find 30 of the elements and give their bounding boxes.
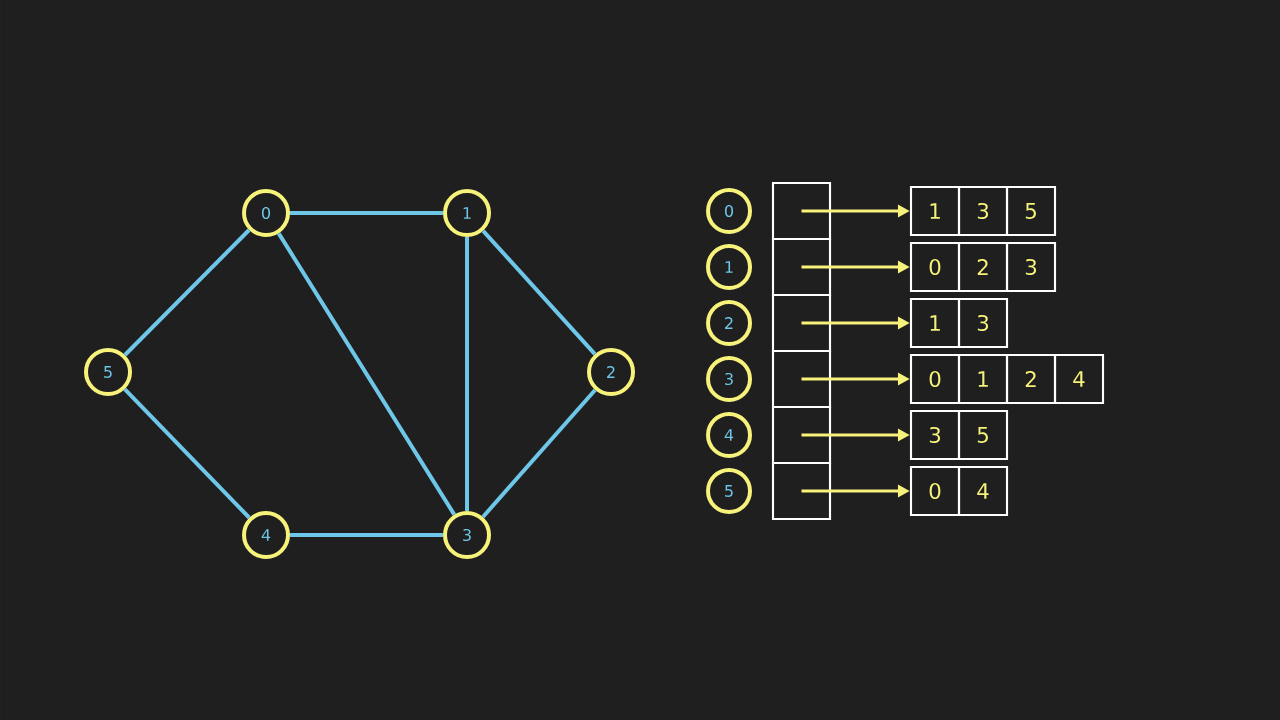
list-cell: 3 xyxy=(957,185,1009,237)
array-cell xyxy=(771,405,832,465)
array-cell xyxy=(771,349,832,409)
list-cell: 1 xyxy=(957,353,1009,405)
list-cell: 0 xyxy=(909,241,961,293)
list-cell: 4 xyxy=(1053,353,1105,405)
graph-edge xyxy=(290,533,443,537)
list-cell: 3 xyxy=(957,297,1009,349)
array-cell xyxy=(771,237,832,297)
list-cell: 1 xyxy=(909,297,961,349)
array-cell xyxy=(771,181,832,241)
graph-edge xyxy=(123,228,251,357)
array-cell xyxy=(771,461,832,521)
list-cell: 2 xyxy=(1005,353,1057,405)
graph-edge xyxy=(465,237,469,511)
graph-edge xyxy=(290,211,443,215)
graph-edge xyxy=(481,229,597,356)
list-cell: 0 xyxy=(909,353,961,405)
list-cell: 0 xyxy=(909,465,961,517)
list-cell: 3 xyxy=(909,409,961,461)
list-cell: 4 xyxy=(957,465,1009,517)
graph-edge xyxy=(481,388,597,519)
array-cell xyxy=(771,293,832,353)
list-cell: 5 xyxy=(1005,185,1057,237)
graph-edge xyxy=(277,232,456,516)
graph-edge xyxy=(123,387,251,520)
list-cell: 5 xyxy=(957,409,1009,461)
list-cell: 1 xyxy=(909,185,961,237)
list-cell: 2 xyxy=(957,241,1009,293)
list-cell: 3 xyxy=(1005,241,1057,293)
